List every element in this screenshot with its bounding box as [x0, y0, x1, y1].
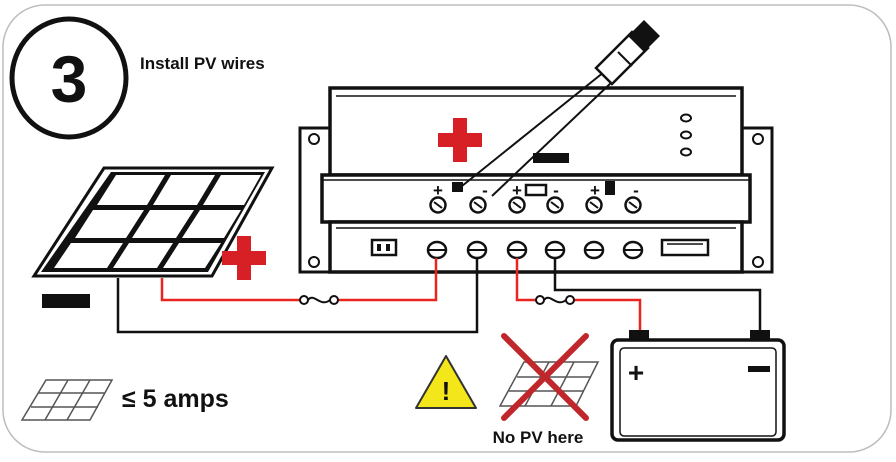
battery-icon: + [610, 330, 786, 442]
controller-plus-mark [438, 118, 482, 162]
warning-icon: ! [415, 355, 477, 409]
led-indicator [680, 147, 692, 157]
terminal-label: - [482, 181, 488, 200]
terminal-screw-icon [585, 196, 603, 214]
step-title: Install PV wires [140, 54, 265, 73]
terminal-label: - [633, 181, 639, 200]
pv-positive-mark [222, 236, 266, 280]
led-indicator [680, 130, 692, 140]
controller-terminal-band [320, 173, 752, 224]
terminal-label: + [433, 181, 443, 200]
sensor-port-icon [370, 238, 398, 257]
charge-controller: + - + - + - [298, 86, 774, 274]
battery-negative-wire [553, 258, 762, 330]
usb-port-icon [660, 238, 710, 257]
terminal-screw-icon [546, 196, 564, 214]
step-number: 3 [51, 42, 88, 116]
battery-positive-label: + [628, 357, 644, 388]
battery-positive-wire [515, 258, 536, 302]
pv-positive-wire-controller [338, 258, 438, 302]
status-leds [680, 113, 692, 157]
terminal-block-lower [370, 238, 710, 260]
controller-minus-mark [533, 153, 569, 163]
terminal-label: - [553, 181, 559, 200]
terminal-screw-icon [624, 196, 642, 214]
fuse-icon [299, 295, 339, 305]
terminal-screw-icon [469, 196, 487, 214]
battery-negative-mark [748, 366, 770, 372]
pv-positive-wire [160, 278, 300, 302]
battery-symbol-icon [524, 183, 548, 197]
terminal-labels: + - + - + - [433, 181, 639, 200]
terminal-label: + [512, 181, 522, 200]
pv-negative-mark [42, 294, 90, 308]
small-panel-icon [20, 379, 114, 421]
terminal-screw-icon [508, 196, 526, 214]
controller-base [328, 220, 744, 274]
rating-label: ≤ 5 amps [122, 385, 229, 413]
solar-panel-icon [31, 166, 275, 278]
screwdriver-icon [461, 20, 660, 197]
terminal-screws-upper [429, 196, 642, 214]
led-indicator [680, 113, 692, 123]
cross-icon [501, 333, 589, 421]
step-badge: 3 [9, 16, 129, 140]
battery-positive-wire-end [574, 298, 642, 330]
warning-glyph: ! [442, 376, 451, 406]
pv-negative-wire [116, 258, 479, 334]
terminal-label: + [590, 181, 600, 200]
pv-symbol-icon [452, 182, 463, 192]
fuse-icon [535, 295, 575, 305]
load-symbol-icon [605, 181, 615, 195]
terminal-screw-icon [429, 196, 447, 214]
no-pv-label: No PV here [493, 428, 584, 447]
